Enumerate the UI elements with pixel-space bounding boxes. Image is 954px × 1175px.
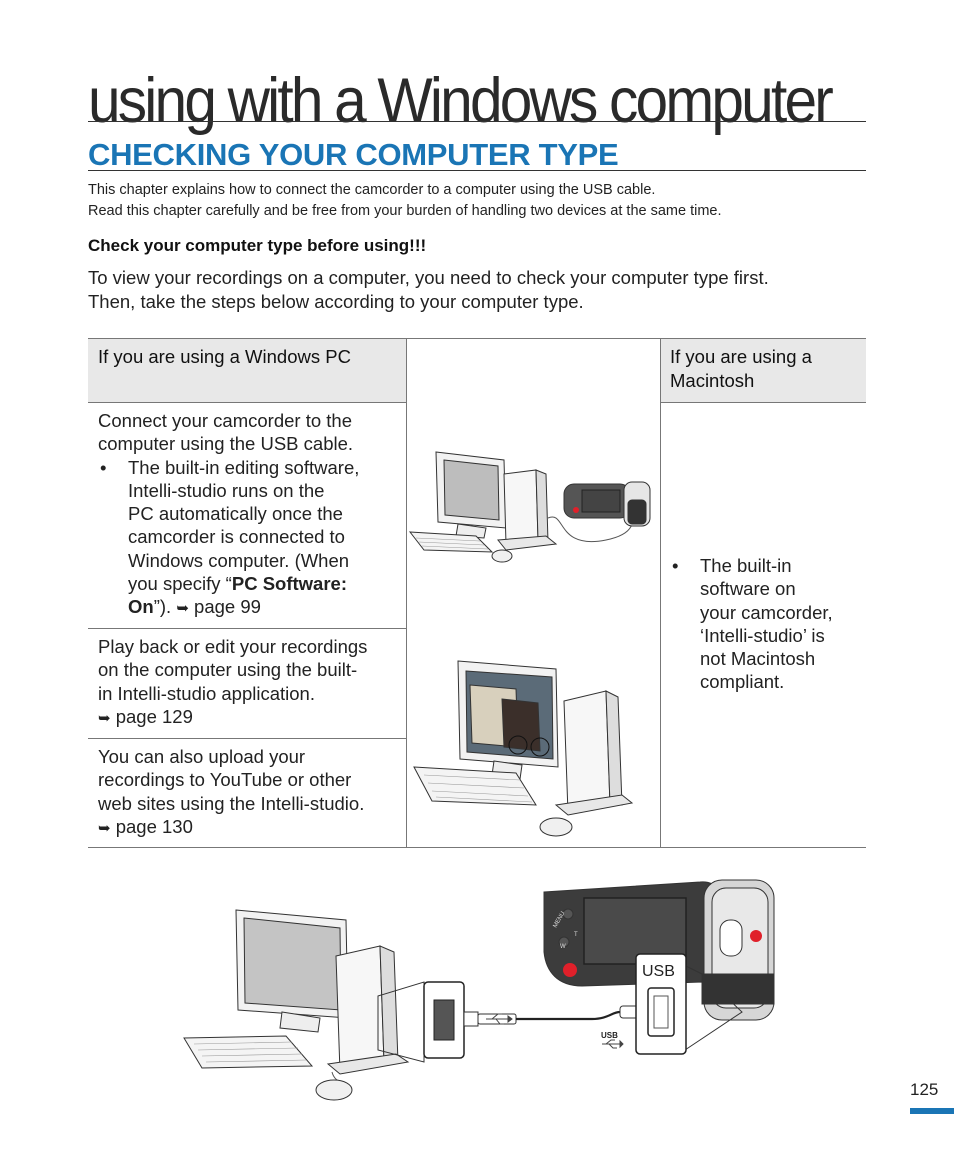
usb-small-label: USB [601, 1031, 618, 1040]
check-heading: Check your computer type before using!!! [88, 236, 427, 255]
chapter-title: using with a Windows computer [88, 66, 834, 136]
row-text-line: recordings to YouTube or other [98, 769, 352, 791]
pc-camcorder-illustration [408, 451, 651, 563]
lead-line: To view your recordings on a computer, y… [88, 267, 769, 288]
page-ref-arrow-icon: ➥ [176, 600, 189, 618]
header-macintosh: If you are using a Macintosh [670, 345, 812, 393]
section-title-rule [88, 170, 866, 171]
row-text-line: Play back or edit your recordings [98, 636, 368, 657]
bullet-item: • The built-in software on your camcorde… [670, 554, 860, 694]
bullet-line: On”). ➥ page 99 [128, 595, 398, 620]
bullet-line: PC automatically once the [128, 503, 343, 525]
row-text-line: ➥ page 130 [98, 815, 398, 840]
intro-line: Read this chapter carefully and be free … [88, 203, 722, 219]
table-top-border [88, 338, 866, 339]
header-mac-line: Macintosh [670, 370, 755, 391]
table-row-divider [88, 738, 406, 739]
bullet-line: Windows computer. (When [128, 549, 350, 571]
bullet-dot: • [100, 456, 107, 478]
header-cell-windows [88, 338, 406, 402]
section-title: CHECKING YOUR COMPUTER TYPE [88, 137, 619, 172]
setting-value: On [128, 596, 154, 618]
camcorder-w-label: W [560, 944, 566, 950]
bullet-line: The built-in editing software, [128, 456, 360, 478]
table-column-divider [406, 338, 407, 848]
table-bottom-border [88, 847, 866, 848]
page-reference: page 130 [110, 815, 193, 837]
page-ref-arrow-icon: ➥ [98, 819, 111, 837]
bullet-text: you specify “ [128, 573, 232, 595]
bullet-item: • The built-in editing software, Intelli… [98, 456, 398, 621]
row-text-line: in Intelli-studio application. [98, 682, 315, 704]
computer-type-table: If you are using a Windows PC If you are… [88, 338, 866, 848]
pc-photo-illustration [413, 660, 634, 837]
bullet-line: camcorder is connected to [128, 526, 345, 548]
camcorder-t-label: T [574, 932, 578, 938]
bullet-dot: • [672, 555, 679, 576]
page-number: 125 [910, 1080, 939, 1099]
page-accent-bar [910, 1108, 954, 1114]
intro-line: This chapter explains how to connect the… [88, 182, 656, 198]
header-cell-mac [660, 338, 866, 402]
mac-note: • The built-in software on your camcorde… [670, 554, 860, 694]
usb-symbol-icon [486, 1013, 513, 1025]
row-connect-camcorder: Connect your camcorder to the computer u… [98, 409, 398, 621]
row-upload: You can also upload your recordings to Y… [98, 745, 398, 840]
row-text-line: Connect your camcorder to the [98, 410, 352, 431]
row-playback-edit: Play back or edit your recordings on the… [98, 635, 398, 730]
bullet-line: your camcorder, [700, 601, 833, 623]
bullet-line: software on [700, 578, 796, 600]
header-mac-line: If you are using a [670, 346, 812, 367]
usb-label: USB [642, 963, 675, 980]
bullet-line: you specify “PC Software: [128, 572, 398, 595]
table-row-divider [660, 402, 866, 403]
bullet-line: compliant. [700, 671, 785, 693]
page-reference: page 99 [188, 596, 261, 618]
page-reference: page 129 [110, 705, 193, 727]
bullet-line: Intelli-studio runs on the [128, 479, 325, 501]
intro-paragraph: This chapter explains how to connect the… [88, 180, 722, 222]
row-text-line: computer using the USB cable. [98, 433, 354, 455]
usb-symbol-icon [602, 1039, 624, 1049]
chapter-title-rule [88, 121, 866, 122]
table-row-divider [88, 628, 406, 629]
bullet-line: The built-in [700, 555, 792, 576]
lead-line: Then, take the steps below according to … [88, 291, 584, 312]
row-text-line: ➥ page 129 [98, 705, 398, 730]
row-text-line: on the computer using the built- [98, 659, 358, 681]
row-text-line: web sites using the Intelli-studio. [98, 792, 365, 814]
table-row-divider [88, 402, 406, 403]
page-ref-arrow-icon: ➥ [98, 709, 111, 727]
setting-name: PC Software: [231, 573, 347, 595]
row-text-line: You can also upload your [98, 746, 306, 767]
lead-paragraph: To view your recordings on a computer, y… [88, 266, 769, 314]
bullet-text: ”). [153, 596, 177, 618]
table-column-divider [660, 338, 661, 848]
bullet-line: not Macintosh [700, 648, 816, 670]
bullet-line: ‘Intelli-studio’ is [700, 624, 825, 646]
usb-connection-diagram: USB USB MENU W T [183, 879, 775, 1101]
header-windows-pc: If you are using a Windows PC [98, 346, 351, 367]
